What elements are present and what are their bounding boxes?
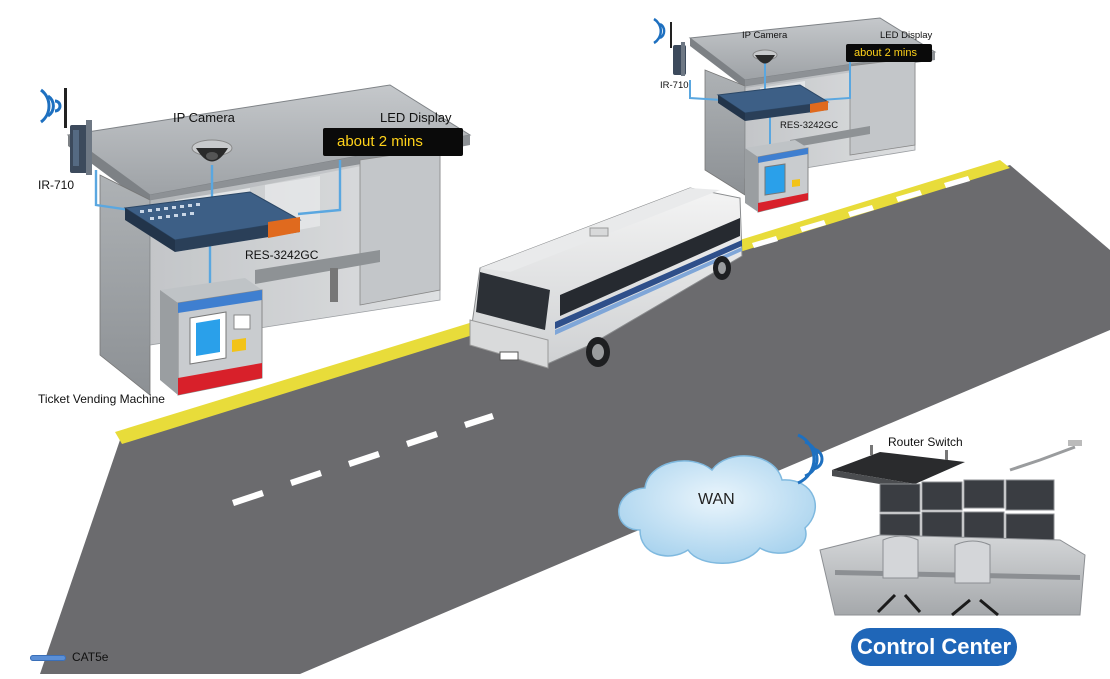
left-ip-camera [191,139,233,162]
router-switch-label: Router Switch [888,435,963,449]
left-ir710-label: IR-710 [38,178,75,192]
left-vending-machine-label: Ticket Vending Machine [38,392,165,406]
right-led-display: about 2 mins [846,44,932,62]
left-led-display: about 2 mins [323,128,463,156]
control-center-label: Control Center [851,628,1017,666]
control-center [797,433,1086,617]
left-ticket-vending-machine [160,278,263,396]
right-ir710-device [653,17,686,76]
left-res3242gc-label: RES-3242GC [245,248,319,262]
right-ticket-vending-machine [745,140,809,213]
left-ip-camera-label: IP Camera [173,110,235,125]
right-res3242gc-switch [716,84,830,121]
left-cables [94,160,342,290]
right-ir710-label: IR-710 [660,80,689,91]
cat5e-legend-swatch [30,655,66,661]
cat5e-legend-label: CAT5e [72,650,109,664]
left-led-display-label: LED Display [380,110,452,125]
right-led-display-label: LED Display [880,30,933,41]
wan-label: WAN [698,491,735,508]
right-ip-camera-label: IP Camera [742,30,788,41]
right-res3242gc-label: RES-3242GC [780,120,839,131]
right-ip-camera [752,49,778,64]
left-ir710-device [40,88,92,175]
left-res3242gc-switch [123,191,302,252]
bus [469,187,743,369]
lane-dashes [232,176,970,506]
wan-cloud [618,455,816,564]
